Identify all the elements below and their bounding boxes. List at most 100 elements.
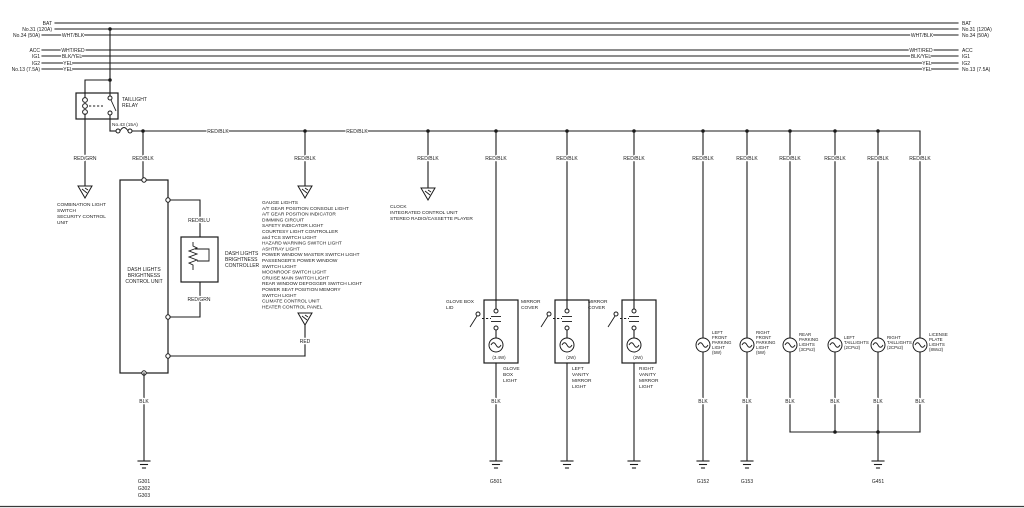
lamp-label: (8Wx2) (929, 347, 944, 352)
rail-right-label: IG1 (962, 54, 970, 60)
rail-wire-label: BLK/YEL (62, 54, 83, 60)
lamp-label: PLATE (929, 337, 943, 342)
wire-label-red: RED (300, 339, 311, 345)
component-label: VANITY (639, 372, 657, 378)
controller-label: DASH LIGHTS (225, 251, 259, 257)
combination-unit-label: SWITCH (57, 208, 76, 214)
rail-right-label: BAT (962, 21, 971, 27)
rail-wire-label: WHT/BLK (62, 33, 85, 39)
wire-label-blk: BLK (873, 399, 883, 405)
load-item: and TCS SWITCH LIGHT (262, 235, 317, 241)
controller-label: CONTROLLER (225, 263, 260, 269)
right-taillights: RED/BLK RIGHT TAILLIGHTS (2CPx2) BLK G45… (866, 130, 912, 485)
actuator-label: LID (446, 305, 454, 311)
wire-label-blk: BLK (491, 399, 501, 405)
load-item: A/T GEAR POSITION CONSOLE LIGHT (262, 206, 349, 212)
load-item: POWER SEAT POSITION MEMORY (262, 287, 341, 293)
component-label: BOX (503, 372, 514, 378)
ground-icon (696, 460, 710, 469)
load-item: DIMMING CIRCUIT (262, 217, 304, 223)
bus-wire-label: RED/BLK (346, 129, 368, 135)
ground-label: G153 (741, 479, 753, 485)
lamp-label: (5W) (712, 350, 722, 355)
component-label: MIRROR (639, 378, 659, 384)
rail-left-label: No.34 (50A) (13, 33, 40, 39)
rear-parking-lights: RED/BLK REAR PARKING LIGHTS (3CPx2) BLK (778, 130, 819, 433)
wire-label-red-blk: RED/BLK (909, 156, 931, 162)
combination-unit-label: SECURITY CONTROL (57, 214, 106, 220)
lamp-label: RIGHT (756, 330, 770, 335)
rail-right-label: No.34 (50A) (962, 33, 989, 39)
ground-label: G302 (138, 486, 150, 492)
wire-label-red-blk: RED/BLK (692, 156, 714, 162)
lamp-label: LICENSE (929, 332, 948, 337)
connector-arrow-icon (420, 187, 436, 201)
center-loads-branch: RED/BLK GAUGE LIGHTS A/T GEAR POSITION C… (169, 130, 362, 357)
left-taillights: RED/BLK LEFT TAILLIGHTS (2CPx2) BLK (823, 130, 869, 433)
wire-label-red-blk: RED/BLK (132, 156, 154, 162)
rail-left-label: No.13 (7.5A) (12, 67, 41, 73)
actuator-label: MIRROR (588, 299, 608, 305)
bulb-icon (559, 337, 575, 353)
ground-icon (489, 460, 503, 469)
wire-label-red-blk: RED/BLK (417, 156, 439, 162)
lamp-label: PARKING (799, 337, 819, 342)
wire-label-red-blk: RED/BLK (736, 156, 758, 162)
rail-right-label: No.31 (120A) (962, 27, 992, 33)
rail-right-label: ACC (962, 48, 973, 54)
lamp-label: (3CPx2) (799, 347, 816, 352)
lamp-label: LIGHT (756, 345, 769, 350)
wire-label-blk: BLK (698, 399, 708, 405)
wire-label-red-blk: RED/BLK (556, 156, 578, 162)
bulb-icon (695, 337, 711, 353)
rail-left-label: No.31 (120A) (22, 27, 52, 33)
load-item: STEREO RADIO/CASSETTE PLAYER (390, 216, 473, 222)
lamp-label: TAILLIGHTS (844, 340, 869, 345)
load-item: CLOCK (390, 204, 407, 210)
wire-label-red-blk: RED/BLK (779, 156, 801, 162)
lamp-label: REAR (799, 332, 811, 337)
bulb-rating: (2W) (633, 355, 643, 360)
rail-right-label: IG2 (962, 61, 970, 67)
lamp-label: LIGHTS (929, 342, 945, 347)
lamp-label: LEFT (712, 330, 723, 335)
left-front-parking-light: RED/BLK LEFT FRONT PARKING LIGHT (5W) BL… (691, 130, 732, 485)
component-label: LIGHT (639, 384, 653, 390)
component-label: GLOVE (503, 366, 520, 372)
wire-label-red-blk: RED/BLK (485, 156, 507, 162)
lamp-label: PARKING (712, 340, 732, 345)
connector-arrow-icon (297, 312, 313, 326)
rear-ground-bus (789, 430, 921, 434)
component-label: LIGHT (572, 384, 586, 390)
combination-switch-branch: RED/GRN COMBINATION LIGHT SWITCH SECURIT… (57, 113, 106, 226)
wire-label-red-blk: RED/BLK (867, 156, 889, 162)
load-item: HEATER CONTROL PANEL (262, 304, 323, 310)
load-item: INTEGRATED CONTROL UNIT (390, 210, 458, 216)
rail-wire-label: YEL (922, 67, 932, 73)
load-item: POWER WINDOW MASTER SWITCH LIGHT (262, 252, 360, 258)
ground-icon (740, 460, 754, 469)
rail-wire-label: WHT/BLK (911, 33, 934, 39)
ground-label: G451 (872, 479, 884, 485)
lamp-label: (5W) (756, 350, 766, 355)
bulb-icon (782, 337, 798, 353)
rail-right-label: No.13 (7.5A) (962, 67, 991, 73)
ground-label: G303 (138, 493, 150, 499)
connector-arrow-icon (77, 185, 93, 199)
dash-lights-brightness-controller: RED/BLU DASH LIGHTS BRIGHTNESS CONTROLLE… (169, 199, 260, 318)
bulb-icon (626, 337, 642, 353)
dash-lights-control-unit: RED/BLK DASH LIGHTS BRIGHTNESS CONTROL U… (119, 130, 171, 376)
controller-label: BRIGHTNESS (225, 257, 258, 263)
component-label: LEFT (572, 366, 584, 372)
fuse-label: No.43 (15A) (112, 122, 138, 128)
taillight-relay: TAILLIGHT RELAY No.43 (15A) (75, 27, 147, 134)
dash-unit-label: BRIGHTNESS (128, 273, 161, 279)
ground-icon (137, 460, 151, 469)
ground-icon (871, 460, 885, 469)
actuator-label: COVER (521, 305, 539, 311)
power-rails: BAT BAT No.31 (120A) No.31 (120A) No.34 … (12, 21, 992, 74)
load-item: MOONROOF SWITCH LIGHT (262, 270, 327, 276)
bulb-icon (912, 337, 928, 353)
